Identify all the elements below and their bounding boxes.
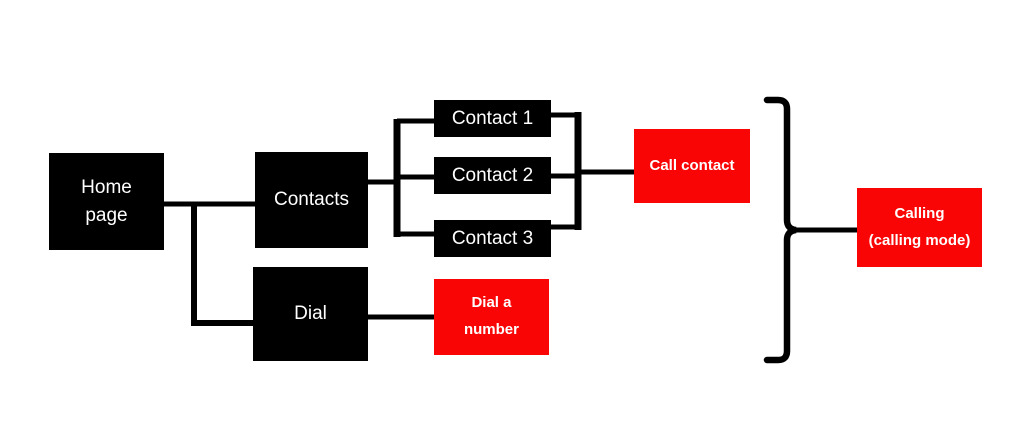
node-contact-2: Contact 2 [434,157,551,194]
node-call-contact: Call contact [634,129,750,203]
contacts-merge-lines [550,112,636,230]
node-dial-a-number: Dial a number [434,279,549,355]
node-dial: Dial [253,267,368,361]
grouping-brace [763,96,797,364]
node-contacts: Contacts [255,152,368,248]
node-contact-1: Contact 1 [434,100,551,137]
node-home-page: Home page [49,153,164,250]
home-branch-lines [164,201,256,326]
node-calling-mode: Calling (calling mode) [857,188,982,267]
contacts-fanout-lines [367,118,435,237]
node-contact-3: Contact 3 [434,220,551,257]
